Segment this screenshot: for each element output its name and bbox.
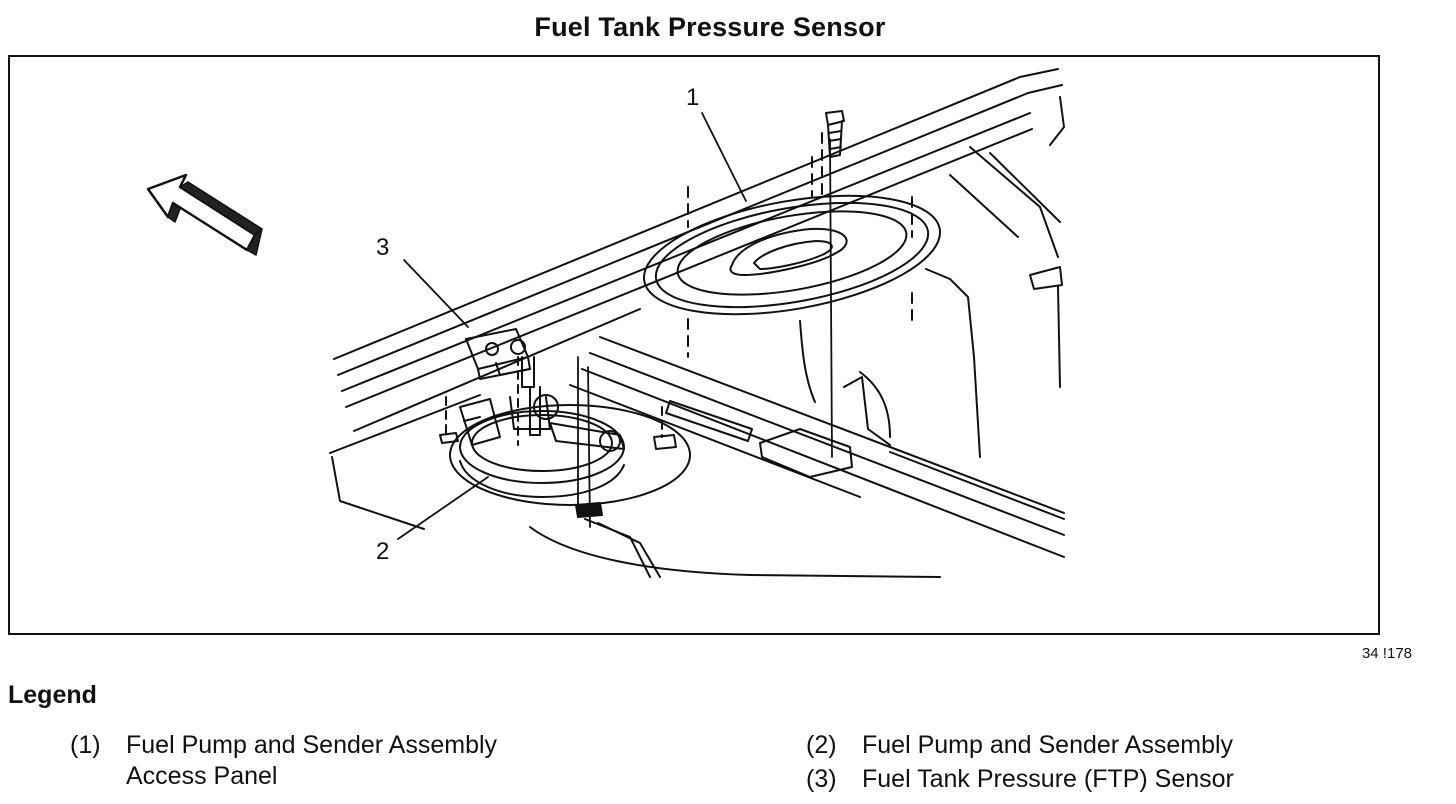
legend-item-text: Fuel Tank Pressure (FTP) Sensor [862, 765, 1234, 793]
leader-lines [397, 112, 747, 540]
fuel-pump-sender-assembly [439, 356, 691, 528]
legend-item-number: (1) [70, 731, 101, 759]
fuel-tank-illustration: 1 3 2 [146, 68, 1065, 578]
vehicle-floor-pan [329, 68, 1065, 530]
access-panel [642, 132, 942, 458]
legend-item-number: (3) [806, 765, 837, 793]
legend-item-3: (3) Fuel Tank Pressure (FTP) Sensor [806, 764, 1366, 795]
floor-channels [529, 336, 1065, 578]
legend-item-line: Fuel Pump and Sender Assembly [126, 731, 498, 759]
legend-item-2: (2) Fuel Pump and Sender Assembly [806, 730, 1366, 761]
legend-item-text: Fuel Pump and Sender Assembly [862, 731, 1234, 759]
legend-item-number: (2) [806, 731, 837, 759]
bolt-icon [825, 110, 845, 158]
legend-item-text: Fuel Pump and Sender Assembly Access Pan… [126, 730, 497, 792]
legend-heading: Legend [8, 681, 97, 709]
legend-item-1: (1) Fuel Pump and Sender Assembly Access… [70, 730, 590, 794]
callout-2: 2 [376, 538, 389, 565]
ftp-sensor [465, 328, 535, 388]
callout-3: 3 [376, 234, 389, 261]
direction-arrow-icon [146, 173, 263, 256]
callout-1: 1 [686, 84, 699, 111]
figure-id: 34 !178 [1361, 645, 1412, 662]
diagram-frame: 1 3 2 [8, 55, 1380, 635]
legend-item-line: Access Panel [126, 762, 278, 790]
diagram-title: Fuel Tank Pressure Sensor [534, 12, 886, 42]
